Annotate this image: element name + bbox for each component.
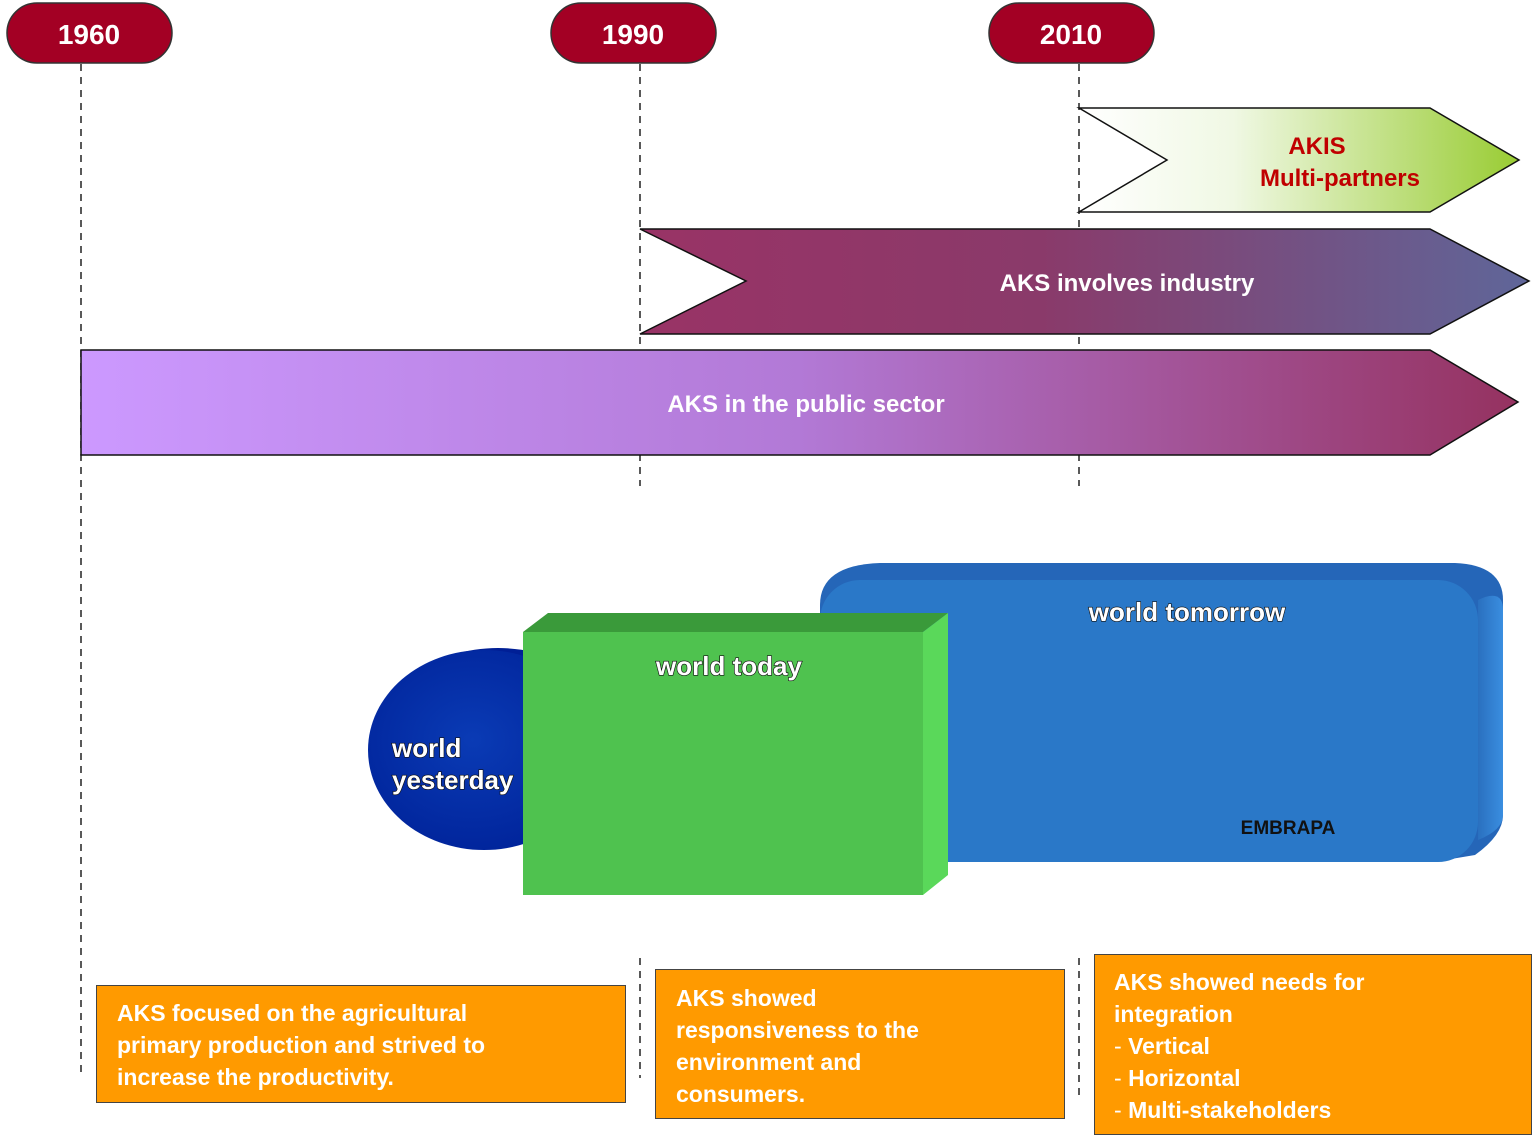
note-1960: AKS focused on the agricultural primary … <box>96 985 626 1103</box>
bullet-marker: - <box>1114 1065 1122 1091</box>
industry-arrow: AKS involves industry <box>639 228 1531 335</box>
year-label-1990: 1990 <box>602 19 664 50</box>
bullet-text: Vertical <box>1128 1033 1210 1059</box>
note-2010-bullet: - Multi-stakeholders <box>1114 1094 1531 1126</box>
note-1990-line: responsiveness to the <box>676 1017 919 1043</box>
world-today-label: world today <box>655 651 802 681</box>
world-tomorrow-label: world tomorrow <box>1088 597 1286 627</box>
year-badge-2010: 2010 <box>988 2 1155 64</box>
public-sector-label: AKS in the public sector <box>667 391 944 418</box>
note-1960-line: increase the productivity. <box>117 1064 394 1090</box>
public-sector-arrow: AKS in the public sector <box>80 349 1520 456</box>
bullet-text: Horizontal <box>1128 1065 1241 1091</box>
note-1990-line: AKS showed <box>676 985 817 1011</box>
bullet-marker: - <box>1114 1033 1122 1059</box>
world-today-shape: world today <box>523 613 948 895</box>
world-tomorrow-shape: world tomorrow EMBRAPA <box>820 563 1503 862</box>
year-badge-1960: 1960 <box>6 2 173 64</box>
note-2010-bullet: - Vertical <box>1114 1030 1531 1062</box>
industry-label: AKS involves industry <box>1000 270 1255 297</box>
akis-label-line1: AKIS <box>1288 133 1345 160</box>
world-yesterday-label-line2: yesterday <box>392 765 514 795</box>
akis-label-line2: Multi-partners <box>1260 165 1420 192</box>
note-1990-line: environment and <box>676 1049 862 1075</box>
bullet-marker: - <box>1114 1097 1122 1123</box>
year-label-1960: 1960 <box>58 19 120 50</box>
note-2010-heading: AKS showed needs for <box>1114 969 1365 995</box>
bullet-text: Multi-stakeholders <box>1128 1097 1332 1123</box>
note-2010: AKS showed needs for integration - Verti… <box>1094 954 1532 1135</box>
note-1990: AKS showed responsiveness to the environ… <box>655 969 1065 1119</box>
note-2010-bullet: - Horizontal <box>1114 1062 1531 1094</box>
embrapa-credit: EMBRAPA <box>1241 818 1336 839</box>
note-2010-heading: integration <box>1114 1001 1233 1027</box>
note-1960-line: primary production and strived to <box>117 1032 486 1058</box>
year-label-2010: 2010 <box>1040 19 1102 50</box>
year-badge-1990: 1990 <box>550 2 717 64</box>
note-1960-line: AKS focused on the agricultural <box>117 1000 468 1026</box>
world-yesterday-label-line1: world <box>391 733 461 763</box>
note-1990-line: consumers. <box>676 1081 806 1107</box>
akis-arrow: AKIS Multi-partners <box>1076 107 1521 213</box>
